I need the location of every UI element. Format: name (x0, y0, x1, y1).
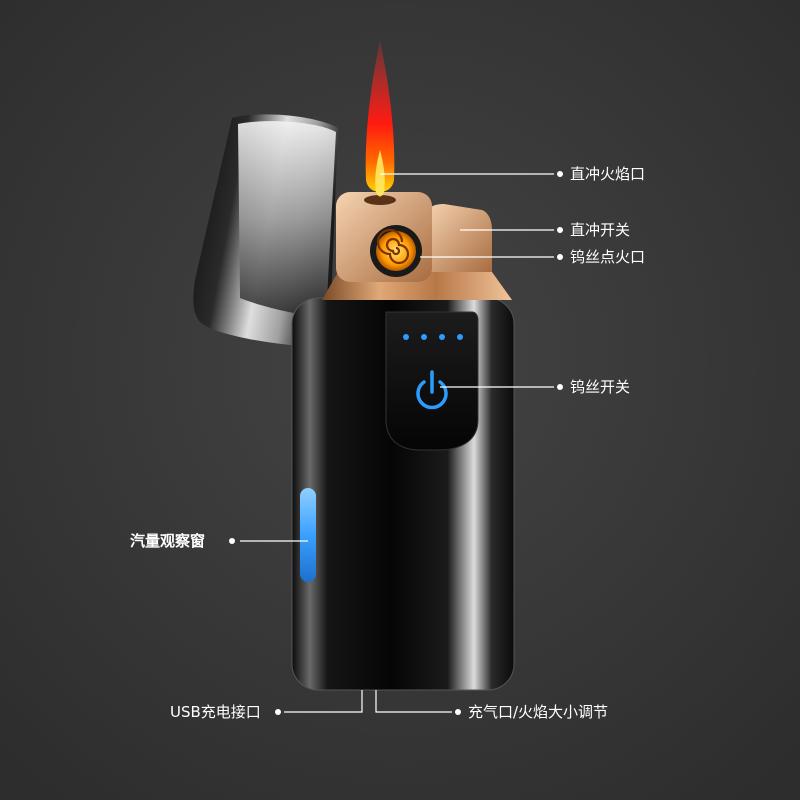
gas-window-icon (300, 488, 316, 582)
flip-cap (193, 114, 338, 347)
label-usb-port: USB充电接口 (170, 703, 261, 721)
jet-flame-nozzle (364, 195, 396, 205)
leader-lines (240, 173, 554, 713)
label-refill-adjust: 充气口/火焰大小调节 (468, 703, 609, 721)
label-coil-ignition: 钨丝点火口 (570, 248, 646, 266)
flame-icon (365, 40, 395, 192)
coil-icon (370, 225, 422, 277)
label-gas-window: 汽量观察窗 (130, 532, 206, 550)
power-icon[interactable] (416, 370, 448, 410)
leader-dots (229, 171, 563, 715)
label-jet-switch: 直冲开关 (570, 221, 631, 239)
label-coil-switch: 钨丝开关 (570, 378, 631, 396)
battery-led-icon (403, 334, 463, 340)
label-jet-flame-outlet: 直冲火焰口 (570, 165, 646, 183)
jet-switch-button[interactable] (426, 204, 492, 272)
